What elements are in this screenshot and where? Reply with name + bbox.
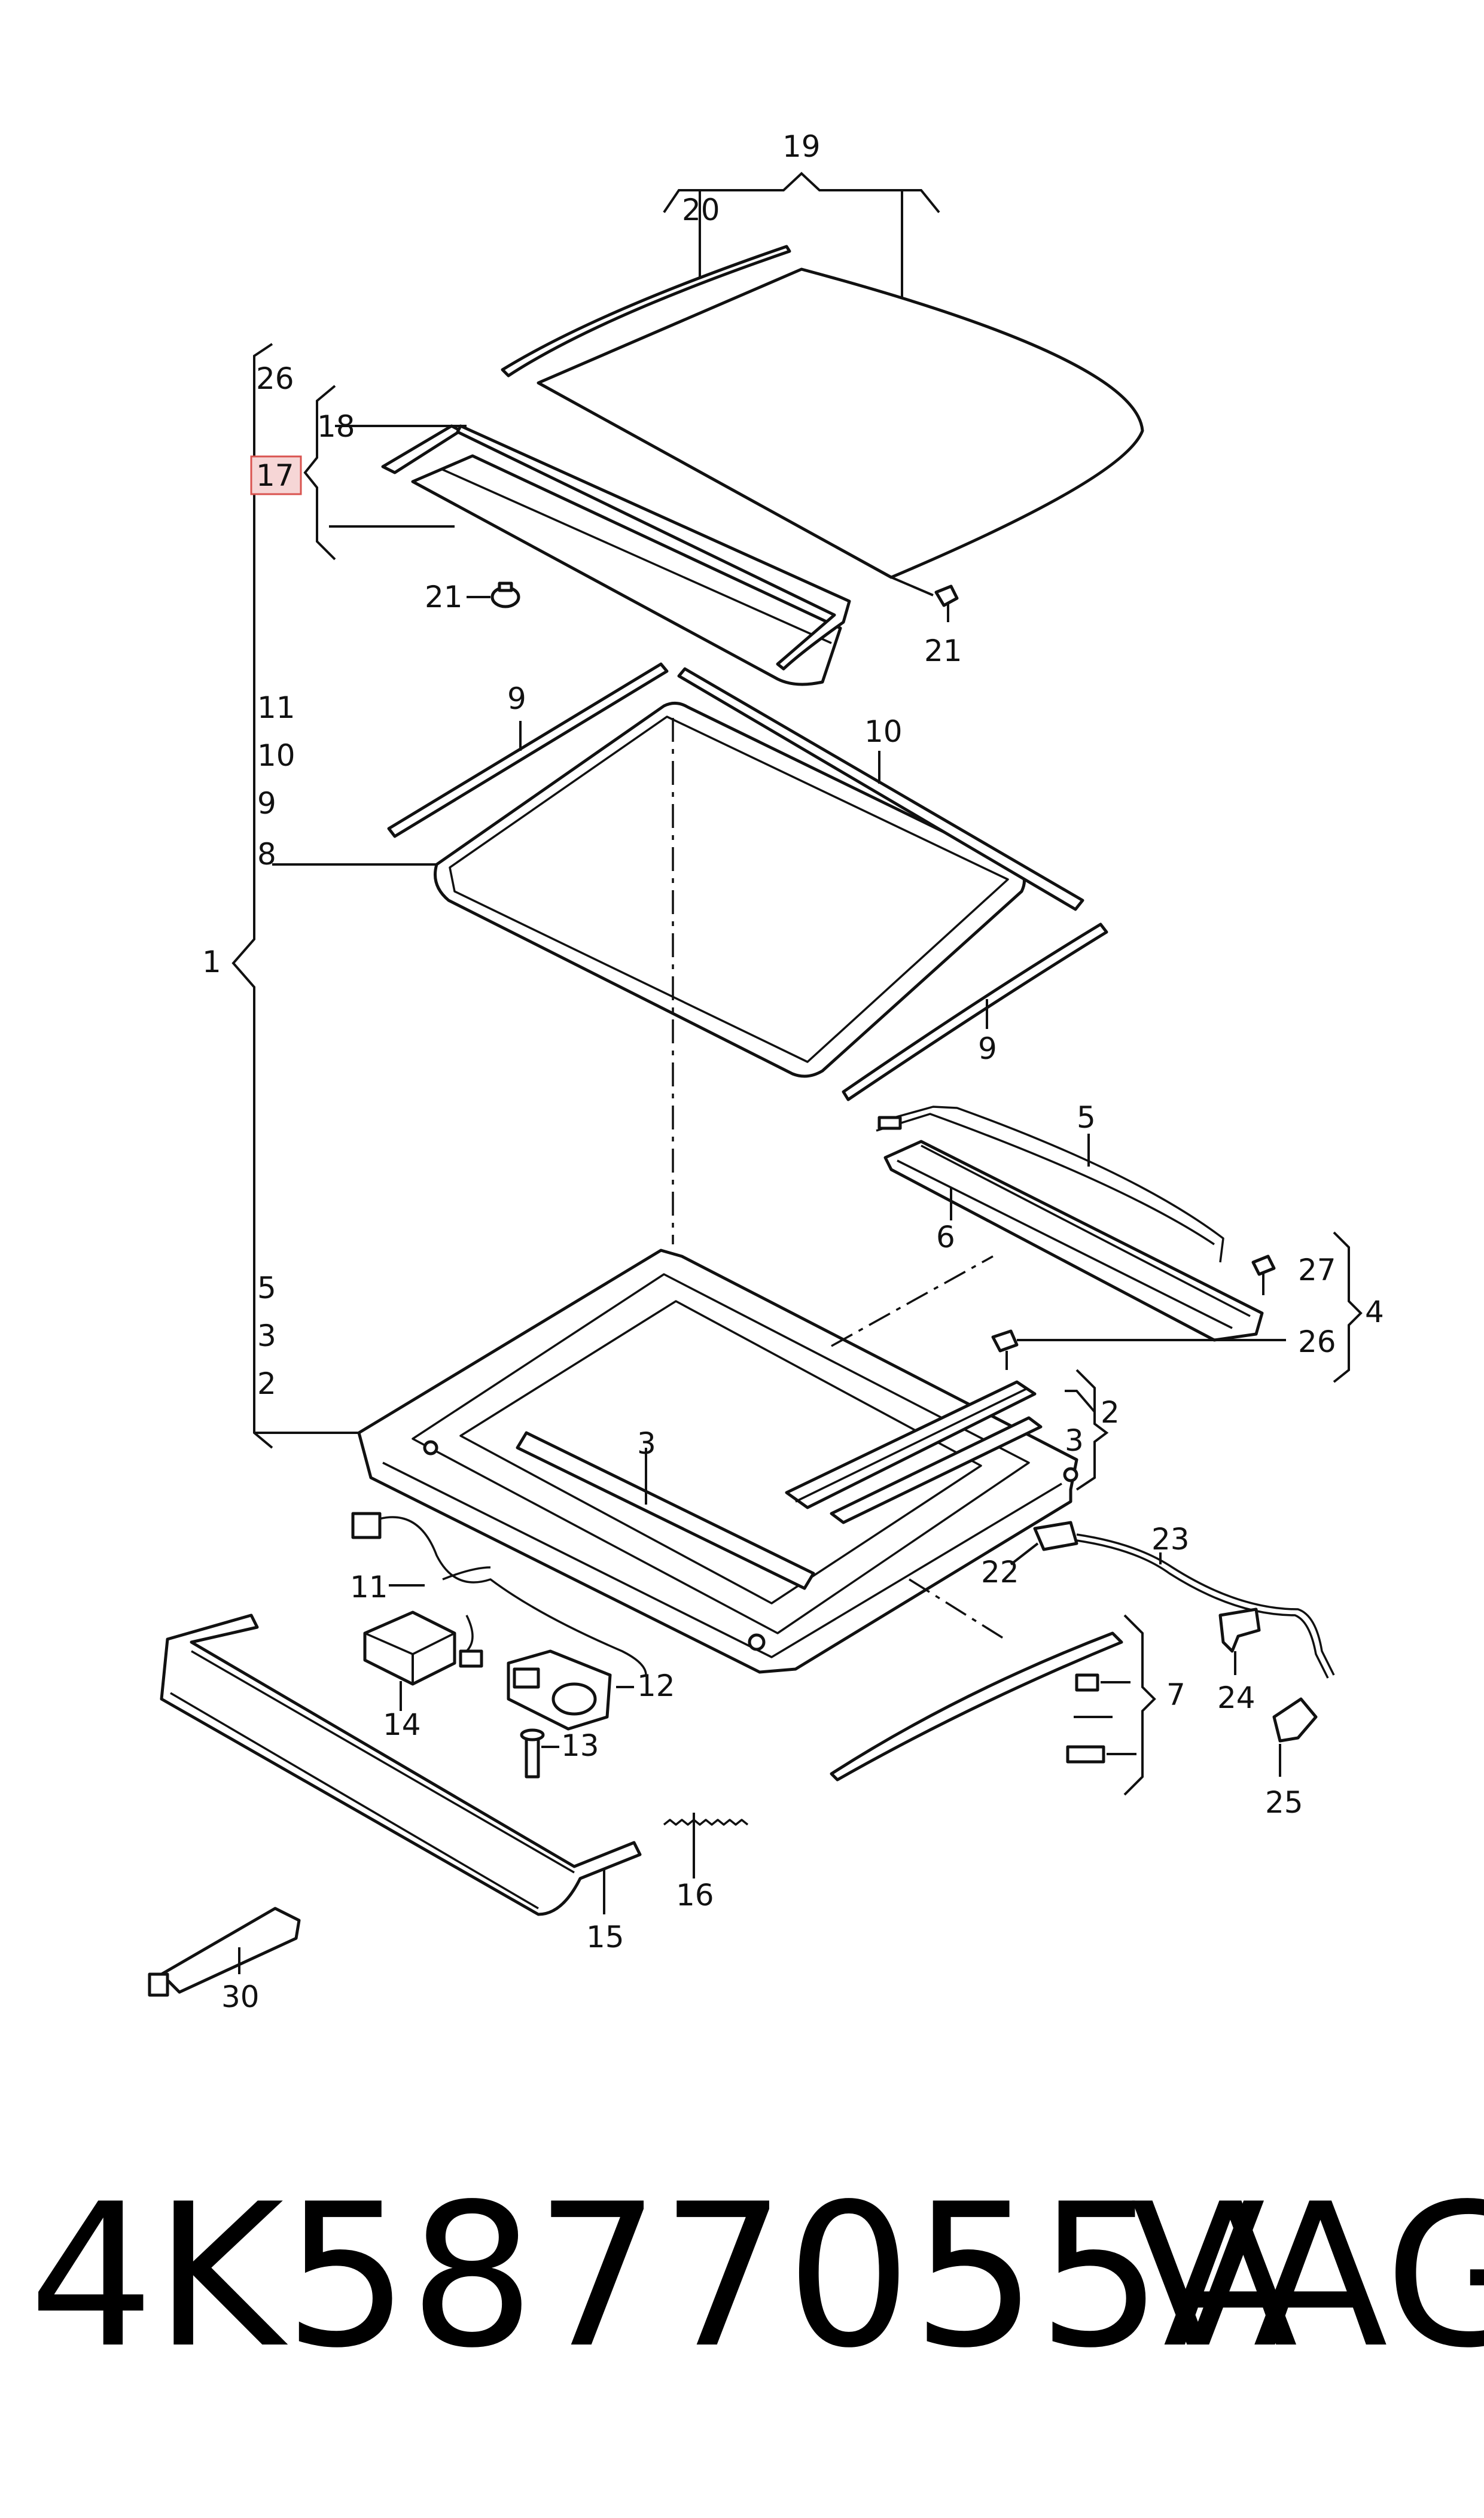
wind-deflector [381, 424, 851, 686]
control-unit-14 [363, 1610, 456, 1686]
label-22: 22 [981, 1555, 1019, 1590]
label-21-left: 21 [425, 580, 463, 614]
screw-26 [991, 1329, 1019, 1370]
wiring-harness-11 [351, 1512, 647, 1676]
guide-rail-2 [785, 1380, 1043, 1524]
label-26: 26 [1298, 1325, 1336, 1359]
screw-21-right [891, 576, 959, 622]
glass-panel [537, 267, 1144, 579]
label-9-lower: 9 [978, 1031, 997, 1066]
screw-27 [1251, 1255, 1276, 1295]
label-9-list: 9 [257, 786, 276, 821]
label-2: 2 [1101, 1395, 1120, 1430]
label-8: 8 [257, 837, 276, 872]
sunshade-roller-6 [883, 1140, 1264, 1342]
label-5-list: 5 [257, 1271, 276, 1305]
label-16: 16 [676, 1878, 714, 1913]
screw-13 [520, 1728, 545, 1779]
label-23: 23 [1151, 1522, 1190, 1557]
label-3: 3 [637, 1426, 656, 1461]
label-18: 18 [317, 409, 355, 444]
label-12: 12 [637, 1668, 675, 1703]
clip-7c [1066, 1745, 1136, 1764]
nut-21-left [467, 581, 520, 608]
spring-16 [663, 1819, 749, 1826]
bracket-1 [231, 343, 359, 1449]
bracket-19 [663, 172, 940, 302]
sunroof-exploded-diagram: 19 20 26 18 17 21 21 11 10 9 8 9 10 1 9 … [148, 129, 1384, 2014]
label-20: 20 [682, 193, 720, 227]
bracket-17 [303, 385, 467, 561]
label-17-highlight [250, 455, 302, 495]
label-10-list: 10 [257, 738, 295, 773]
label-2-list: 2 [257, 1366, 276, 1401]
label-1: 1 [202, 945, 221, 979]
label-17: 17 [256, 458, 294, 493]
bracket-2-3 [1065, 1369, 1109, 1491]
leader-lines [238, 721, 1281, 1974]
clip-25 [1272, 1697, 1318, 1743]
part-labels: 19 20 26 18 17 21 21 11 10 9 8 9 10 1 9 … [202, 129, 1384, 2014]
label-11: 11 [350, 1570, 388, 1604]
part-number: 4K5877055A [29, 2161, 1298, 2391]
bracket-4 [1017, 1231, 1363, 1383]
label-10: 10 [864, 714, 903, 749]
clip-24 [1218, 1607, 1261, 1653]
rear-trim-15 [160, 1613, 642, 1916]
seal-9-upper [387, 662, 669, 838]
clip-7a [1075, 1673, 1130, 1692]
seal-strip-20 [501, 245, 791, 377]
drain-hose-23 [1076, 1533, 1335, 1679]
strip-10 [677, 667, 1084, 911]
label-3-right: 3 [1065, 1423, 1084, 1458]
label-7: 7 [1166, 1677, 1186, 1712]
label-25: 25 [1265, 1785, 1303, 1820]
brand-label: VAG [1130, 2161, 1484, 2391]
label-26-top: 26 [256, 361, 294, 396]
sunshade-cable-5 [876, 1106, 1224, 1263]
drain-valve-22 [1010, 1521, 1078, 1566]
label-30: 30 [221, 1980, 260, 2014]
label-3-list: 3 [257, 1319, 276, 1353]
label-21-right: 21 [924, 634, 962, 668]
label-4: 4 [1365, 1295, 1384, 1329]
motor-12 [507, 1649, 612, 1731]
label-15: 15 [586, 1920, 624, 1954]
label-9-upper: 9 [507, 681, 526, 716]
label-24: 24 [1217, 1680, 1256, 1715]
bracket-7 [1123, 1614, 1156, 1796]
label-14: 14 [383, 1707, 421, 1742]
label-6: 6 [936, 1220, 955, 1255]
label-27: 27 [1298, 1253, 1336, 1287]
label-13: 13 [561, 1728, 599, 1763]
label-11-list: 11 [257, 690, 295, 725]
seal-9-lower [842, 922, 1108, 1101]
sunroof-frame [357, 1249, 1078, 1674]
label-19: 19 [782, 129, 821, 164]
frame-seal [434, 702, 1026, 1078]
drain-channel-3 [516, 1431, 815, 1590]
trim-strip-7 [830, 1631, 1123, 1782]
label-5: 5 [1077, 1100, 1096, 1135]
adhesive-tube-30 [148, 1907, 301, 1997]
